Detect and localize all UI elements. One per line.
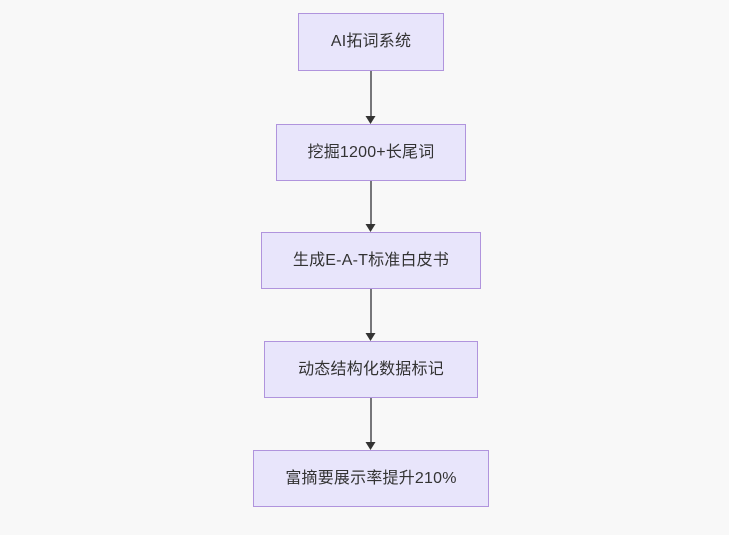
- edge-line: [370, 181, 372, 224]
- flow-node-label: 生成E-A-T标准白皮书: [292, 251, 450, 269]
- arrowhead-icon: [365, 442, 376, 450]
- flow-node-rich-snippet-result[interactable]: 富摘要展示率提升210%: [253, 450, 489, 507]
- flow-node-longtail-mining[interactable]: 挖掘1200+长尾词: [276, 124, 466, 181]
- flow-node-structured-data-markup[interactable]: 动态结构化数据标记: [264, 341, 478, 398]
- flow-node-label: 动态结构化数据标记: [298, 360, 444, 378]
- edge-line: [370, 398, 372, 442]
- arrowhead-icon: [365, 224, 376, 232]
- flow-node-label: AI拓词系统: [330, 33, 412, 50]
- flow-node-ai-keyword-system[interactable]: AI拓词系统: [298, 13, 444, 71]
- edge-line: [370, 71, 372, 116]
- flow-node-label: 挖掘1200+长尾词: [307, 143, 435, 161]
- arrowhead-icon: [365, 333, 376, 341]
- edge-line: [370, 289, 372, 333]
- arrowhead-icon: [365, 116, 376, 124]
- flow-node-eat-whitepaper[interactable]: 生成E-A-T标准白皮书: [261, 232, 481, 289]
- flow-node-label: 富摘要展示率提升210%: [285, 469, 457, 487]
